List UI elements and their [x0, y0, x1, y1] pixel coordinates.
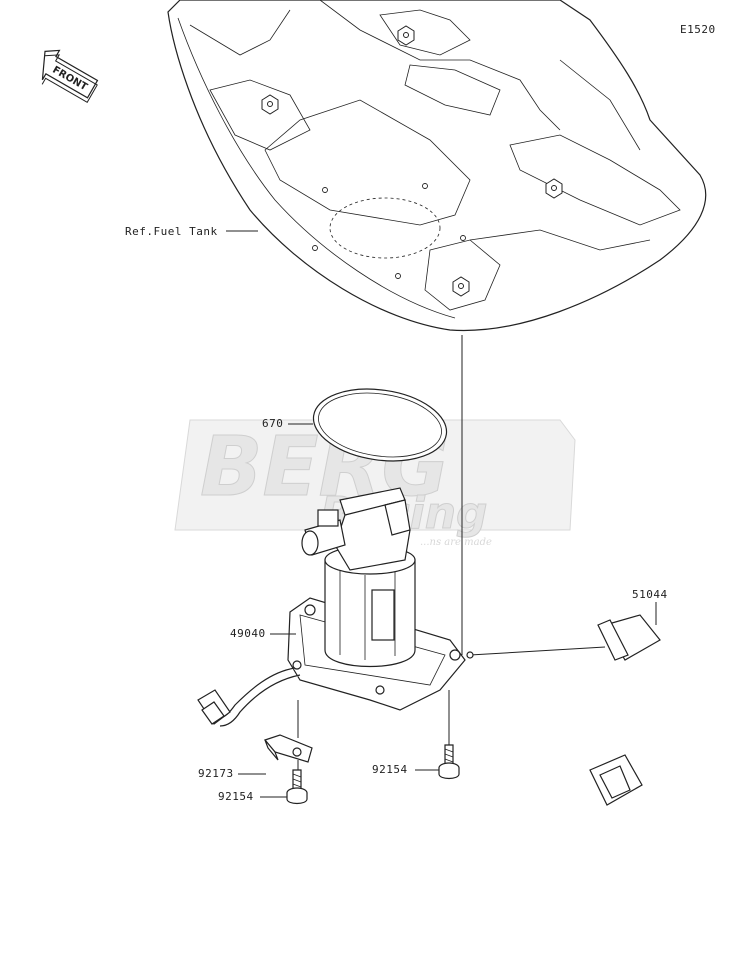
bracket-92173	[263, 734, 313, 763]
screw-92154-left	[286, 769, 308, 805]
watermark-tagline: ...ns are made	[420, 537, 492, 548]
part-label-92154-right[interactable]: 92154	[372, 763, 408, 776]
fuel-pump-assembly-49040	[287, 487, 466, 711]
o-ring-670	[312, 388, 448, 462]
leader-lines	[226, 230, 657, 798]
part-label-51044[interactable]: 51044	[632, 588, 668, 601]
screw-92154-right	[438, 744, 460, 780]
fuel-tank-reference	[167, 0, 707, 332]
part-label-670[interactable]: 670	[262, 417, 284, 430]
part-label-49040[interactable]: 49040	[230, 627, 266, 640]
diagram-code: E1520	[680, 23, 716, 36]
part-label-92173[interactable]: 92173	[198, 767, 234, 780]
pump-wire-harness	[197, 667, 301, 727]
front-direction-marker: FRONT	[41, 49, 99, 103]
ref-fuel-tank-label: Ref.Fuel Tank	[125, 225, 218, 238]
part-label-92154-left[interactable]: 92154	[218, 790, 254, 803]
fuel-hose-51044	[520, 614, 687, 806]
